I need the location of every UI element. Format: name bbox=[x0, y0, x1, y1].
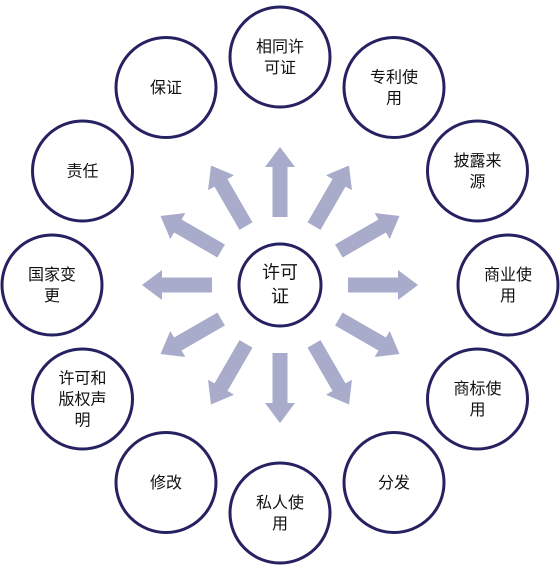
node-label-line: 修改 bbox=[150, 473, 182, 492]
node-label-line: 许可 bbox=[262, 263, 298, 284]
node-label-line: 源 bbox=[469, 172, 485, 191]
arrow-to-warranty bbox=[208, 165, 253, 230]
arrow-to-commercial-use bbox=[348, 270, 418, 300]
node-label-line: 分发 bbox=[378, 473, 410, 492]
center-circle bbox=[237, 242, 323, 328]
node-circle bbox=[456, 233, 560, 337]
node-circle bbox=[426, 119, 529, 223]
node-circle bbox=[228, 461, 332, 565]
node-label-line: 用 bbox=[272, 514, 288, 533]
node-label-line: 商业使 bbox=[484, 265, 532, 284]
node-warranty: 保证 bbox=[114, 36, 218, 139]
node-label-line: 披露来 bbox=[453, 151, 501, 170]
node-label-line: 国家变 bbox=[28, 265, 76, 284]
center-node: 许可证 bbox=[237, 242, 323, 328]
node-label-line: 用 bbox=[469, 400, 485, 419]
arrow-to-liability bbox=[160, 213, 225, 258]
arrow-to-patent-use bbox=[307, 165, 352, 230]
arrow-to-private-use bbox=[265, 353, 295, 423]
node-label-line: 相同许 bbox=[256, 37, 304, 56]
node-label-line: 用 bbox=[386, 89, 402, 108]
node-circle bbox=[228, 5, 332, 109]
node-label-line: 可证 bbox=[264, 58, 296, 77]
arrow-to-state-changes bbox=[142, 270, 212, 300]
node-circle bbox=[0, 233, 104, 337]
node-distribution: 分发 bbox=[342, 431, 446, 534]
nodes-layer: 相同许可证专利使用披露来源商业使用商标使用分发私人使用修改许可和版权声明国家变更… bbox=[0, 5, 560, 565]
node-label-line: 用 bbox=[500, 286, 516, 305]
node-circle bbox=[426, 347, 529, 451]
node-modification: 修改 bbox=[114, 431, 218, 534]
arrow-to-modification bbox=[208, 340, 253, 405]
arrow-to-distribution bbox=[307, 340, 352, 405]
node-label-line: 版权声 bbox=[59, 390, 107, 409]
node-liability: 责任 bbox=[31, 119, 134, 223]
node-label-line: 许可和 bbox=[59, 369, 107, 388]
arrow-to-license-copyright-notice bbox=[160, 312, 225, 357]
arrows-layer bbox=[142, 147, 418, 423]
node-label-line: 商标使 bbox=[453, 379, 501, 398]
arrow-to-disclose-source bbox=[335, 213, 400, 258]
arrow-to-same-license bbox=[265, 147, 295, 217]
node-circle bbox=[342, 431, 446, 534]
node-circle bbox=[31, 347, 134, 451]
node-circle bbox=[114, 36, 218, 139]
node-label-line: 专利使 bbox=[370, 68, 418, 87]
node-circle bbox=[342, 36, 446, 139]
node-label-line: 明 bbox=[75, 411, 91, 430]
node-label-line: 更 bbox=[44, 286, 60, 305]
node-label-line: 证 bbox=[271, 287, 289, 308]
node-label-line: 保证 bbox=[150, 78, 182, 97]
node-circle bbox=[31, 119, 134, 223]
node-label-line: 责任 bbox=[67, 162, 99, 181]
node-label-line: 私人使 bbox=[256, 493, 304, 512]
node-circle bbox=[114, 431, 218, 534]
arrow-to-trademark-use bbox=[335, 312, 400, 357]
